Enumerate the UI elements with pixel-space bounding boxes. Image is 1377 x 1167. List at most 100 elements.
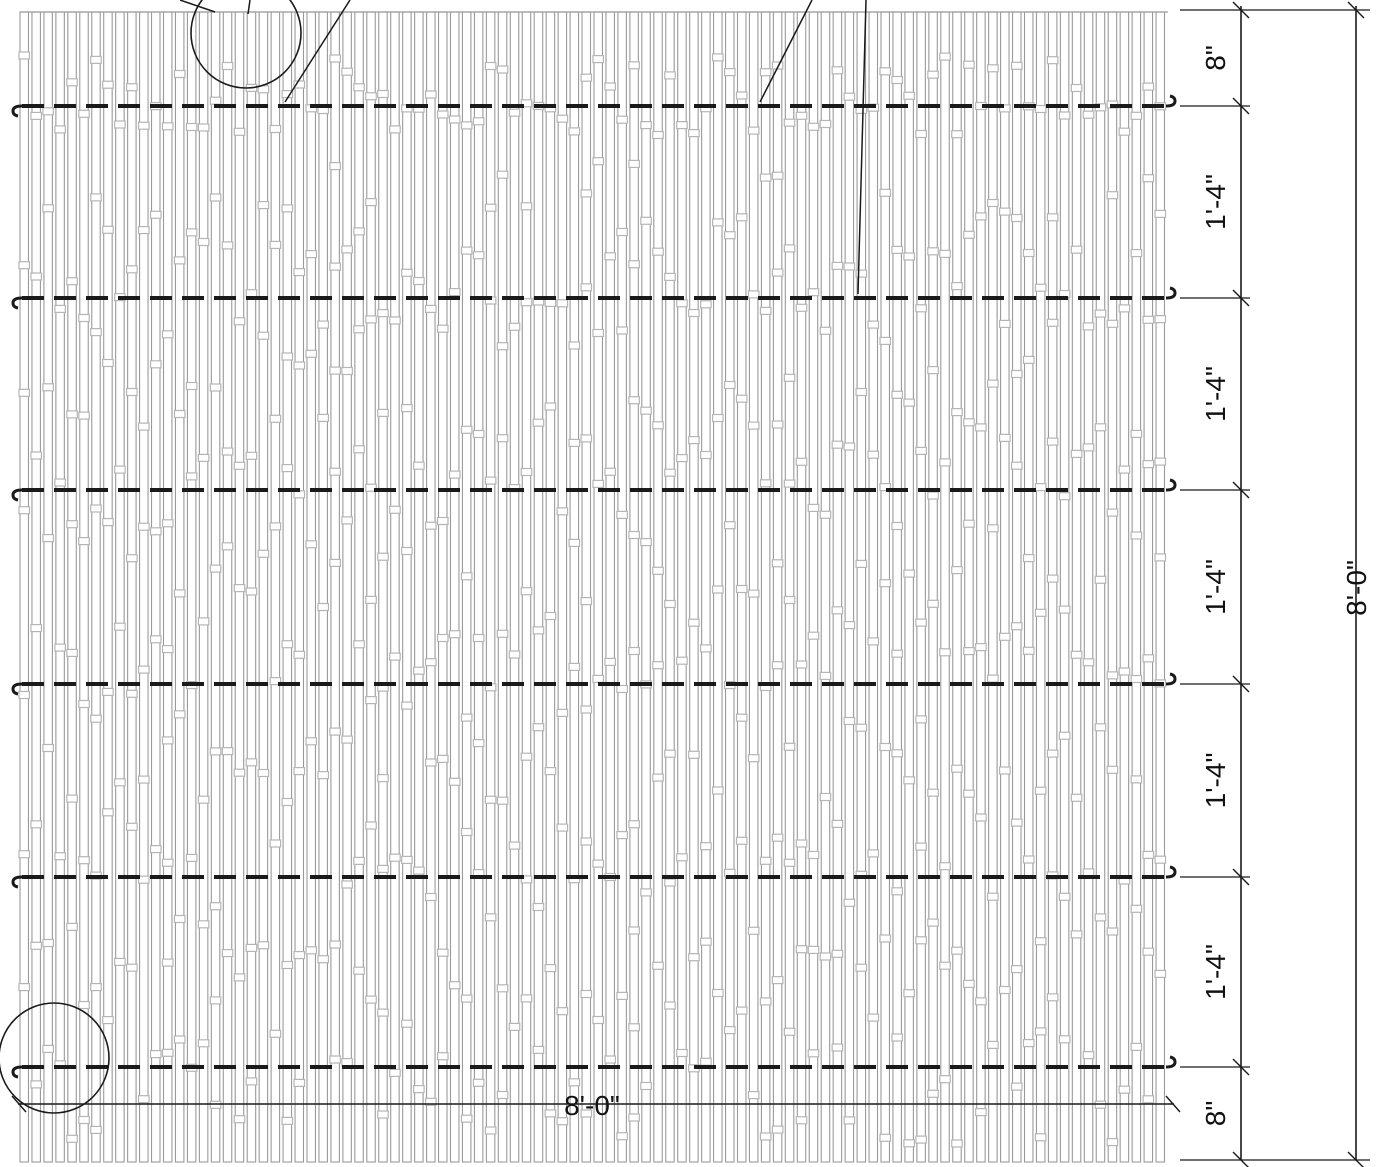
bamboo-node: [173, 589, 186, 598]
bamboo-node: [520, 587, 533, 596]
bamboo-node: [544, 402, 557, 411]
bamboo-node: [329, 727, 341, 736]
bamboo-node: [580, 189, 593, 198]
leader-line: [247, 0, 251, 15]
bamboo-node: [592, 54, 605, 64]
dimension-tick: [1232, 1058, 1250, 1076]
bamboo-nodes: [18, 51, 1167, 1148]
bamboo-node: [580, 705, 593, 714]
bamboo-node: [1142, 82, 1155, 91]
segment-dimension-label: 1'-4": [1200, 366, 1231, 422]
bamboo-node: [472, 429, 485, 439]
bamboo-node: [616, 326, 628, 335]
bamboo-node: [987, 892, 999, 901]
bamboo-node: [233, 973, 246, 982]
bamboo-node: [508, 322, 521, 331]
bamboo-node: [66, 277, 78, 286]
bamboo-node: [1034, 608, 1047, 617]
bamboo-node: [30, 451, 43, 460]
bamboo-node: [54, 125, 66, 134]
bamboo-node: [1106, 191, 1119, 200]
dimension-tick: [1232, 675, 1250, 693]
bamboo-node: [879, 579, 892, 588]
bamboo-node: [819, 326, 832, 335]
bamboo-node: [711, 53, 724, 62]
bamboo-node: [544, 766, 557, 776]
bamboo-node: [1010, 1082, 1023, 1091]
bamboo-node: [78, 313, 90, 323]
bamboo-node: [723, 1025, 736, 1035]
bamboo-node: [102, 225, 114, 234]
bamboo-node: [1142, 315, 1155, 324]
bamboo-node: [927, 1089, 939, 1098]
bamboo-node: [126, 554, 138, 563]
bamboo-node: [998, 985, 1011, 995]
bamboo-node: [1106, 319, 1119, 328]
bamboo-node: [1106, 1137, 1119, 1147]
bamboo-node: [257, 549, 270, 558]
bamboo-node: [401, 1019, 413, 1028]
bamboo-node: [927, 366, 939, 375]
bamboo-node: [987, 1040, 999, 1050]
bamboo-node: [939, 648, 951, 657]
bamboo-node: [508, 841, 521, 850]
bamboo-node: [424, 658, 437, 667]
bamboo-node: [604, 82, 617, 91]
bamboo-node: [245, 587, 258, 596]
top-detail-circle: [190, 0, 302, 89]
bamboo-node: [508, 650, 521, 659]
bamboo-node: [161, 958, 174, 967]
bamboo-node: [1154, 209, 1167, 218]
bamboo-node: [508, 1022, 521, 1032]
segment-dimension-label: 8": [1200, 45, 1231, 71]
bamboo-node: [42, 107, 54, 116]
bamboo-node: [90, 714, 102, 723]
bamboo-node: [42, 1044, 54, 1054]
bamboo-node: [688, 750, 700, 759]
bamboo-node: [245, 1077, 258, 1086]
bamboo-node: [831, 440, 844, 449]
bamboo-node: [496, 342, 509, 351]
bamboo-node: [1058, 1035, 1071, 1044]
bamboo-node: [18, 850, 31, 859]
bamboo-node: [771, 1125, 784, 1134]
bamboo-node: [1058, 605, 1071, 614]
bamboo-node: [18, 506, 31, 515]
bamboo-node: [1034, 483, 1047, 492]
bamboo-node: [855, 269, 868, 278]
bamboo-node: [676, 656, 688, 665]
bamboo-node: [114, 622, 126, 631]
bamboo-node: [747, 1090, 760, 1100]
bamboo-node: [580, 1109, 593, 1118]
bamboo-node: [1070, 83, 1083, 93]
bamboo-node: [807, 850, 820, 860]
bamboo-node: [903, 398, 915, 407]
bamboo-node: [735, 836, 748, 845]
bamboo-node: [903, 989, 915, 998]
bamboo-node: [54, 304, 66, 313]
tie-hook-left: [11, 1065, 23, 1079]
bamboo-node: [1034, 1027, 1047, 1036]
bamboo-node: [137, 121, 150, 130]
bamboo-node: [389, 505, 401, 514]
bamboo-node: [1118, 127, 1131, 136]
bamboo-node: [377, 773, 389, 783]
bamboo-node: [1010, 818, 1023, 827]
bamboo-node: [939, 249, 951, 258]
bamboo-node: [269, 676, 282, 686]
bamboo-node: [532, 902, 545, 912]
bamboo-node: [245, 758, 258, 767]
bamboo-node: [879, 336, 892, 345]
bamboo-node: [915, 304, 927, 313]
bamboo-node: [341, 735, 353, 744]
bamboo-node: [951, 130, 963, 139]
bamboo-node: [963, 789, 975, 798]
bamboo-node: [149, 210, 162, 219]
bamboo-node: [580, 283, 593, 292]
bamboo-node: [496, 1090, 509, 1100]
bamboo-node: [401, 404, 413, 413]
bamboo-node: [568, 341, 581, 350]
bamboo-node: [281, 960, 294, 970]
bamboo-node: [460, 121, 473, 130]
